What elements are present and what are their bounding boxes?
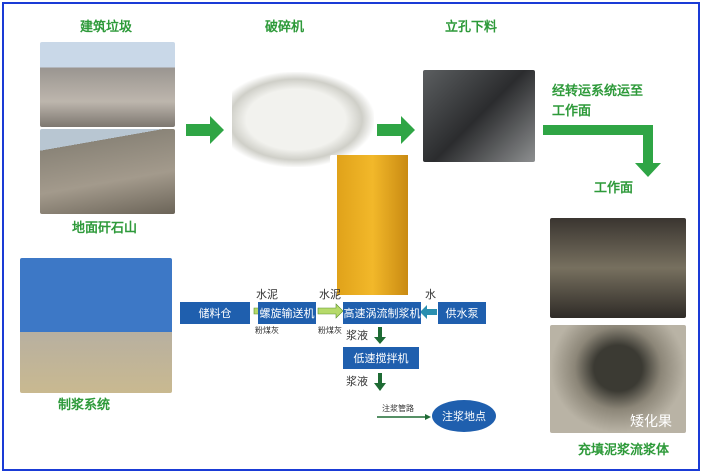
label-transfer-2: 工作面 (552, 104, 592, 119)
high-speed-mixer-node: 高速涡流制浆机 (343, 302, 421, 324)
vertical-hole-photo (423, 70, 535, 162)
arrow-turn-down (543, 125, 661, 177)
label-vertical-hole: 立孔下料 (445, 20, 498, 35)
label-crusher: 破碎机 (265, 20, 305, 35)
label-workface: 工作面 (594, 181, 634, 196)
label-transfer-1: 经转运系统运至 (552, 84, 644, 99)
label-slurry-system: 制浆系统 (58, 398, 111, 413)
label-gangue-hill: 地面矸石山 (72, 221, 138, 236)
construction-waste-photo (40, 42, 175, 127)
label-slurry-1: 浆液 (346, 329, 368, 342)
mixer-machine-photo (330, 155, 415, 295)
label-slurry-2: 浆液 (346, 375, 368, 388)
arrow-right-2 (377, 116, 415, 144)
label-flyash-2: 粉煤灰 (318, 326, 342, 335)
grouting-point-node: 注浆地点 (432, 400, 496, 432)
water-pump-node: 供水泵 (438, 302, 486, 324)
watermark: 矮化果 (630, 414, 672, 430)
label-water: 水 (425, 288, 436, 301)
label-construction-waste: 建筑垃圾 (80, 20, 133, 35)
tunnel-photo-2 (550, 325, 686, 433)
label-cement-1: 水泥 (256, 288, 278, 301)
arrow-right-1 (186, 116, 224, 144)
low-speed-mixer-node: 低速搅拌机 (343, 347, 419, 369)
arrow-water (420, 305, 437, 319)
slurry-plant-photo (20, 258, 172, 393)
label-pipeline: 注浆管路 (382, 404, 414, 413)
crusher-photo (232, 72, 374, 167)
storage-bin-node: 储料仓 (180, 302, 250, 324)
tunnel-photo-1 (550, 218, 686, 318)
gangue-hill-photo (40, 129, 175, 214)
arrow-slurry-2 (374, 373, 386, 391)
screw-conveyor-node: 螺旋输送机 (258, 302, 316, 324)
arrow-slurry-1 (374, 327, 386, 344)
label-cement-2: 水泥 (319, 288, 341, 301)
arrow-cement-2 (317, 303, 344, 319)
label-backfill: 充填泥浆流浆体 (578, 443, 670, 458)
label-flyash-1: 粉煤灰 (255, 326, 279, 335)
